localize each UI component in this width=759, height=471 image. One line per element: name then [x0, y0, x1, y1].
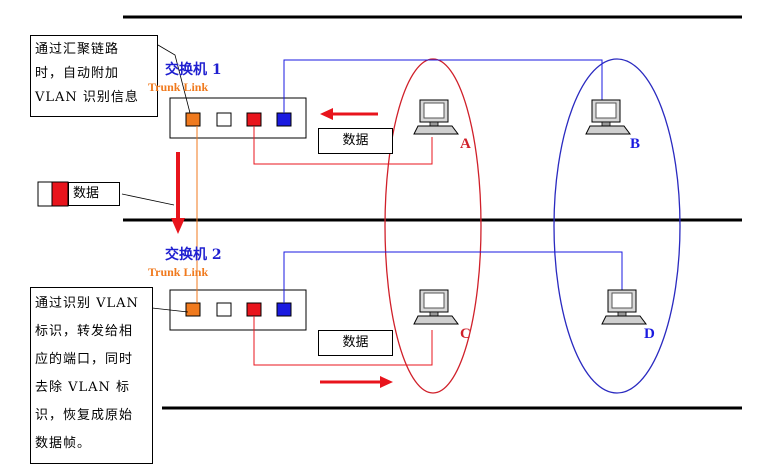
note-bottom-line-5: 识，恢复成原始: [35, 408, 134, 423]
pc-a-label: A: [460, 136, 471, 152]
switch-1-port-red: [246, 112, 262, 127]
switch-1-trunk-label: Trunk Link: [148, 80, 209, 94]
arrow-down-head: [171, 218, 185, 234]
tagged-frame-white-block: [37, 181, 53, 207]
note-bottom-line-2: 标识，转发给相: [35, 324, 134, 339]
switch-2-port-red: [246, 302, 262, 317]
switch-2-blue-link: [283, 251, 623, 303]
data-frame-bottom: 数据: [318, 330, 393, 356]
arrow-out-head: [380, 376, 393, 388]
pc-c-label: C: [460, 326, 471, 342]
switch-2-port-blue: [276, 302, 292, 317]
callout-top-line: [157, 44, 191, 114]
note-top-line-2: 时，自动附加: [35, 66, 120, 81]
switch-2-red-link: [253, 316, 433, 366]
switch-2-label: 交换机 2: [165, 247, 222, 263]
note-bottom-line-4: 去除 VLAN 标: [35, 380, 131, 395]
note-bottom-line-1: 通过识别 VLAN: [35, 296, 139, 311]
switch-2-port-trunk: [185, 302, 201, 317]
switch-1-red-link: [253, 126, 433, 165]
pc-d-icon: [601, 289, 647, 325]
vlan-blue-ellipse: [553, 58, 681, 394]
note-top: 通过汇聚链路 时，自动附加 VLAN 识别信息: [30, 35, 158, 117]
vlan-red-ellipse: [384, 58, 482, 394]
switch-1-blue-link: [283, 59, 603, 113]
note-bottom-line-3: 应的端口，同时: [35, 352, 134, 367]
switch-2-trunk-label: Trunk Link: [148, 265, 209, 279]
callout-tagged-line: [121, 193, 175, 206]
data-frame-tagged: 数据: [68, 182, 120, 206]
pc-a-icon: [413, 99, 459, 135]
pc-c-icon: [413, 289, 459, 325]
callout-bottom-line: [151, 307, 189, 313]
data-frame-top: 数据: [318, 128, 393, 154]
arrow-in-head: [320, 108, 333, 120]
switch-1-port-blue: [276, 112, 292, 127]
note-top-line-3: VLAN 识别信息: [35, 90, 139, 105]
switch-1-label: 交换机 1: [165, 62, 222, 78]
pc-b-icon: [585, 99, 631, 135]
pc-b-label: B: [630, 136, 641, 152]
note-bottom-line-6: 数据帧。: [35, 436, 92, 451]
switch-1-port-empty: [216, 112, 232, 127]
switch-1-port-trunk: [185, 112, 201, 127]
pc-d-label: D: [644, 326, 655, 342]
note-bottom: 通过识别 VLAN 标识，转发给相 应的端口，同时 去除 VLAN 标 识，恢复…: [30, 287, 153, 464]
note-top-line-1: 通过汇聚链路: [35, 42, 120, 57]
tagged-frame-vlan-tag: [51, 181, 69, 207]
switch-2-port-empty: [216, 302, 232, 317]
